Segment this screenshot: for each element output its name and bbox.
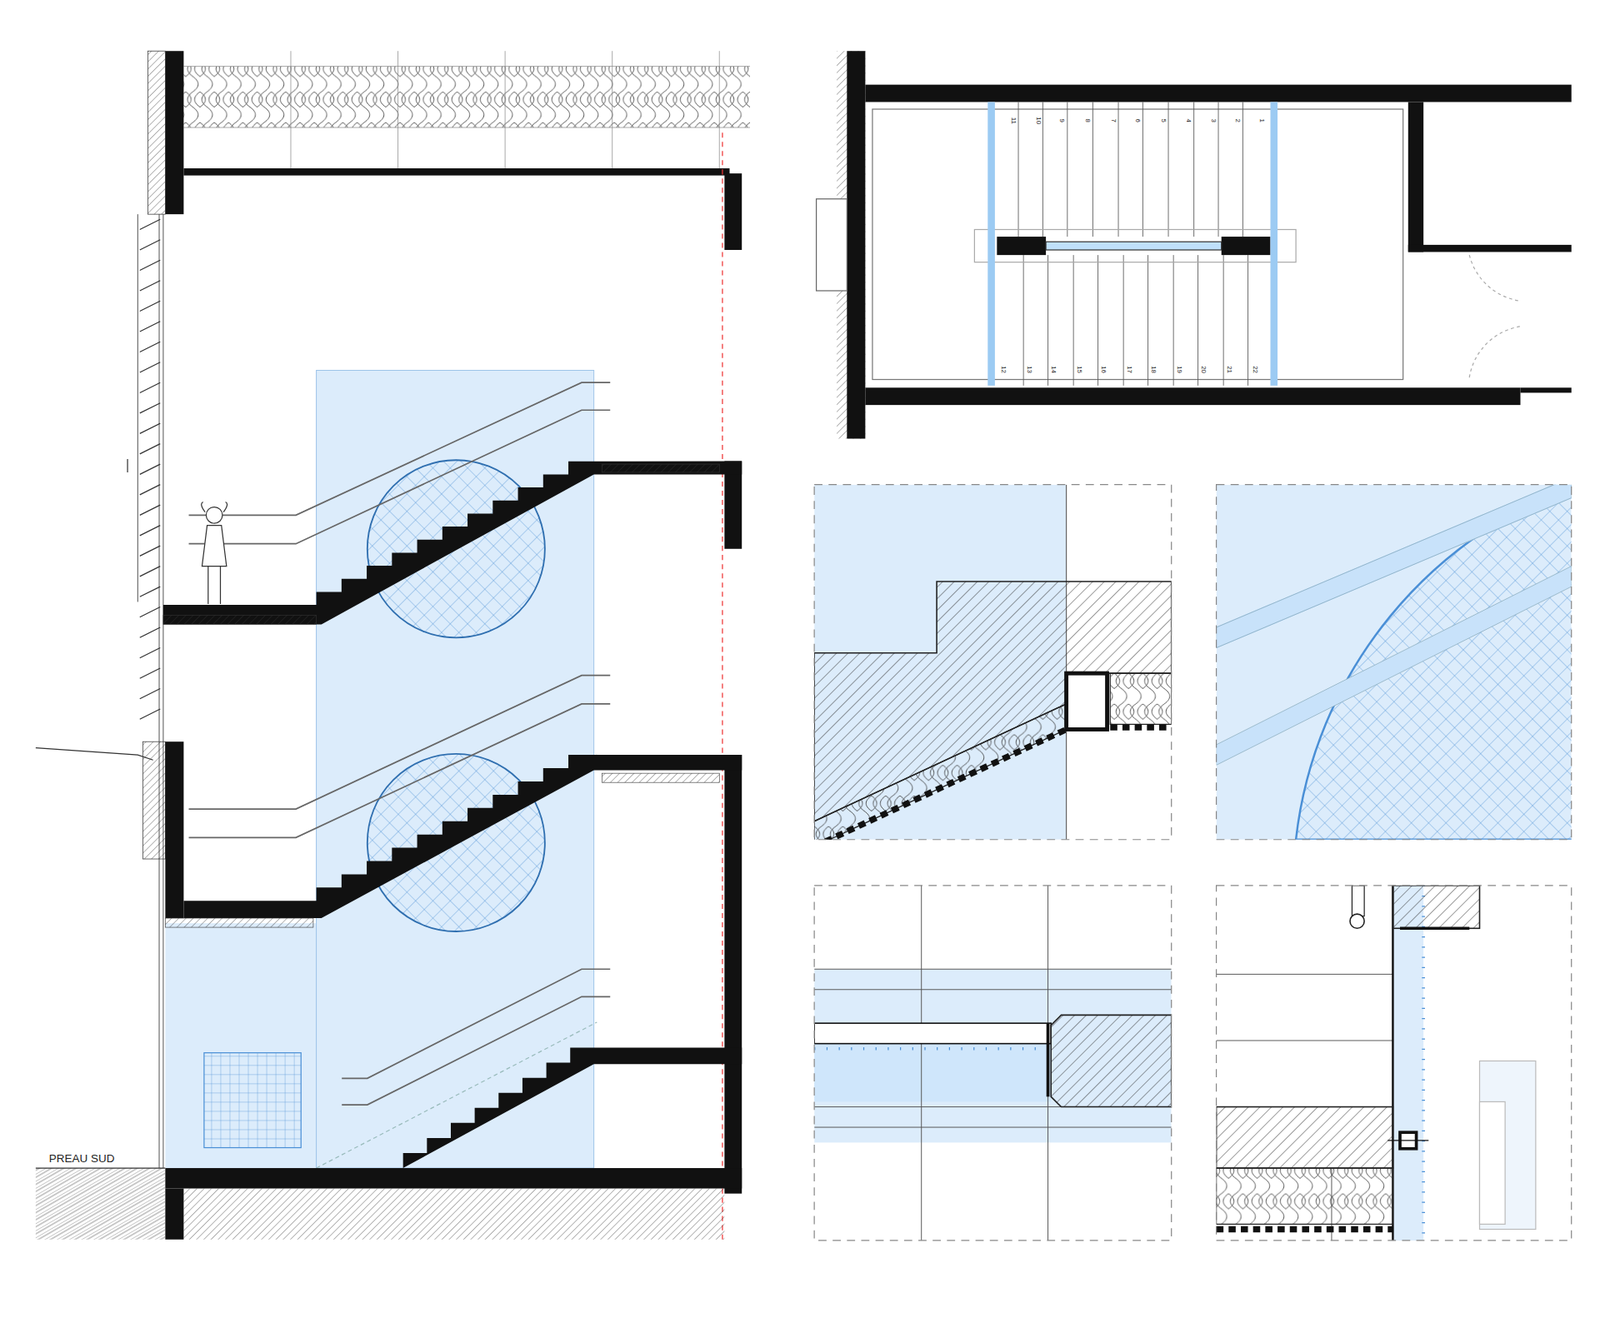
step-number: 14 [1050,365,1057,374]
step-number: 6 [1134,118,1141,122]
step-number: 4 [1185,118,1192,122]
step-number: 3 [1210,118,1217,122]
step-number: 19 [1175,365,1182,374]
step-number: 15 [1075,365,1082,374]
step-number: 17 [1125,365,1132,374]
step-number: 2 [1234,118,1241,122]
step-number: 8 [1084,118,1091,122]
step-number: 7 [1110,118,1117,122]
step-number: 12 [1000,365,1007,374]
step-number: 5 [1160,118,1167,122]
step-number: 13 [1025,365,1032,374]
place-label: PREAU SUD [49,1153,115,1165]
step-number: 16 [1100,365,1107,374]
step-number: 10 [1034,116,1041,125]
step-number: 22 [1250,365,1258,374]
step-number: 9 [1058,118,1065,122]
step-number: 20 [1200,365,1207,374]
step-number: 1 [1258,118,1265,122]
step-number: 21 [1225,365,1232,374]
step-number: 11 [1010,116,1017,124]
step-number: 18 [1150,365,1157,374]
